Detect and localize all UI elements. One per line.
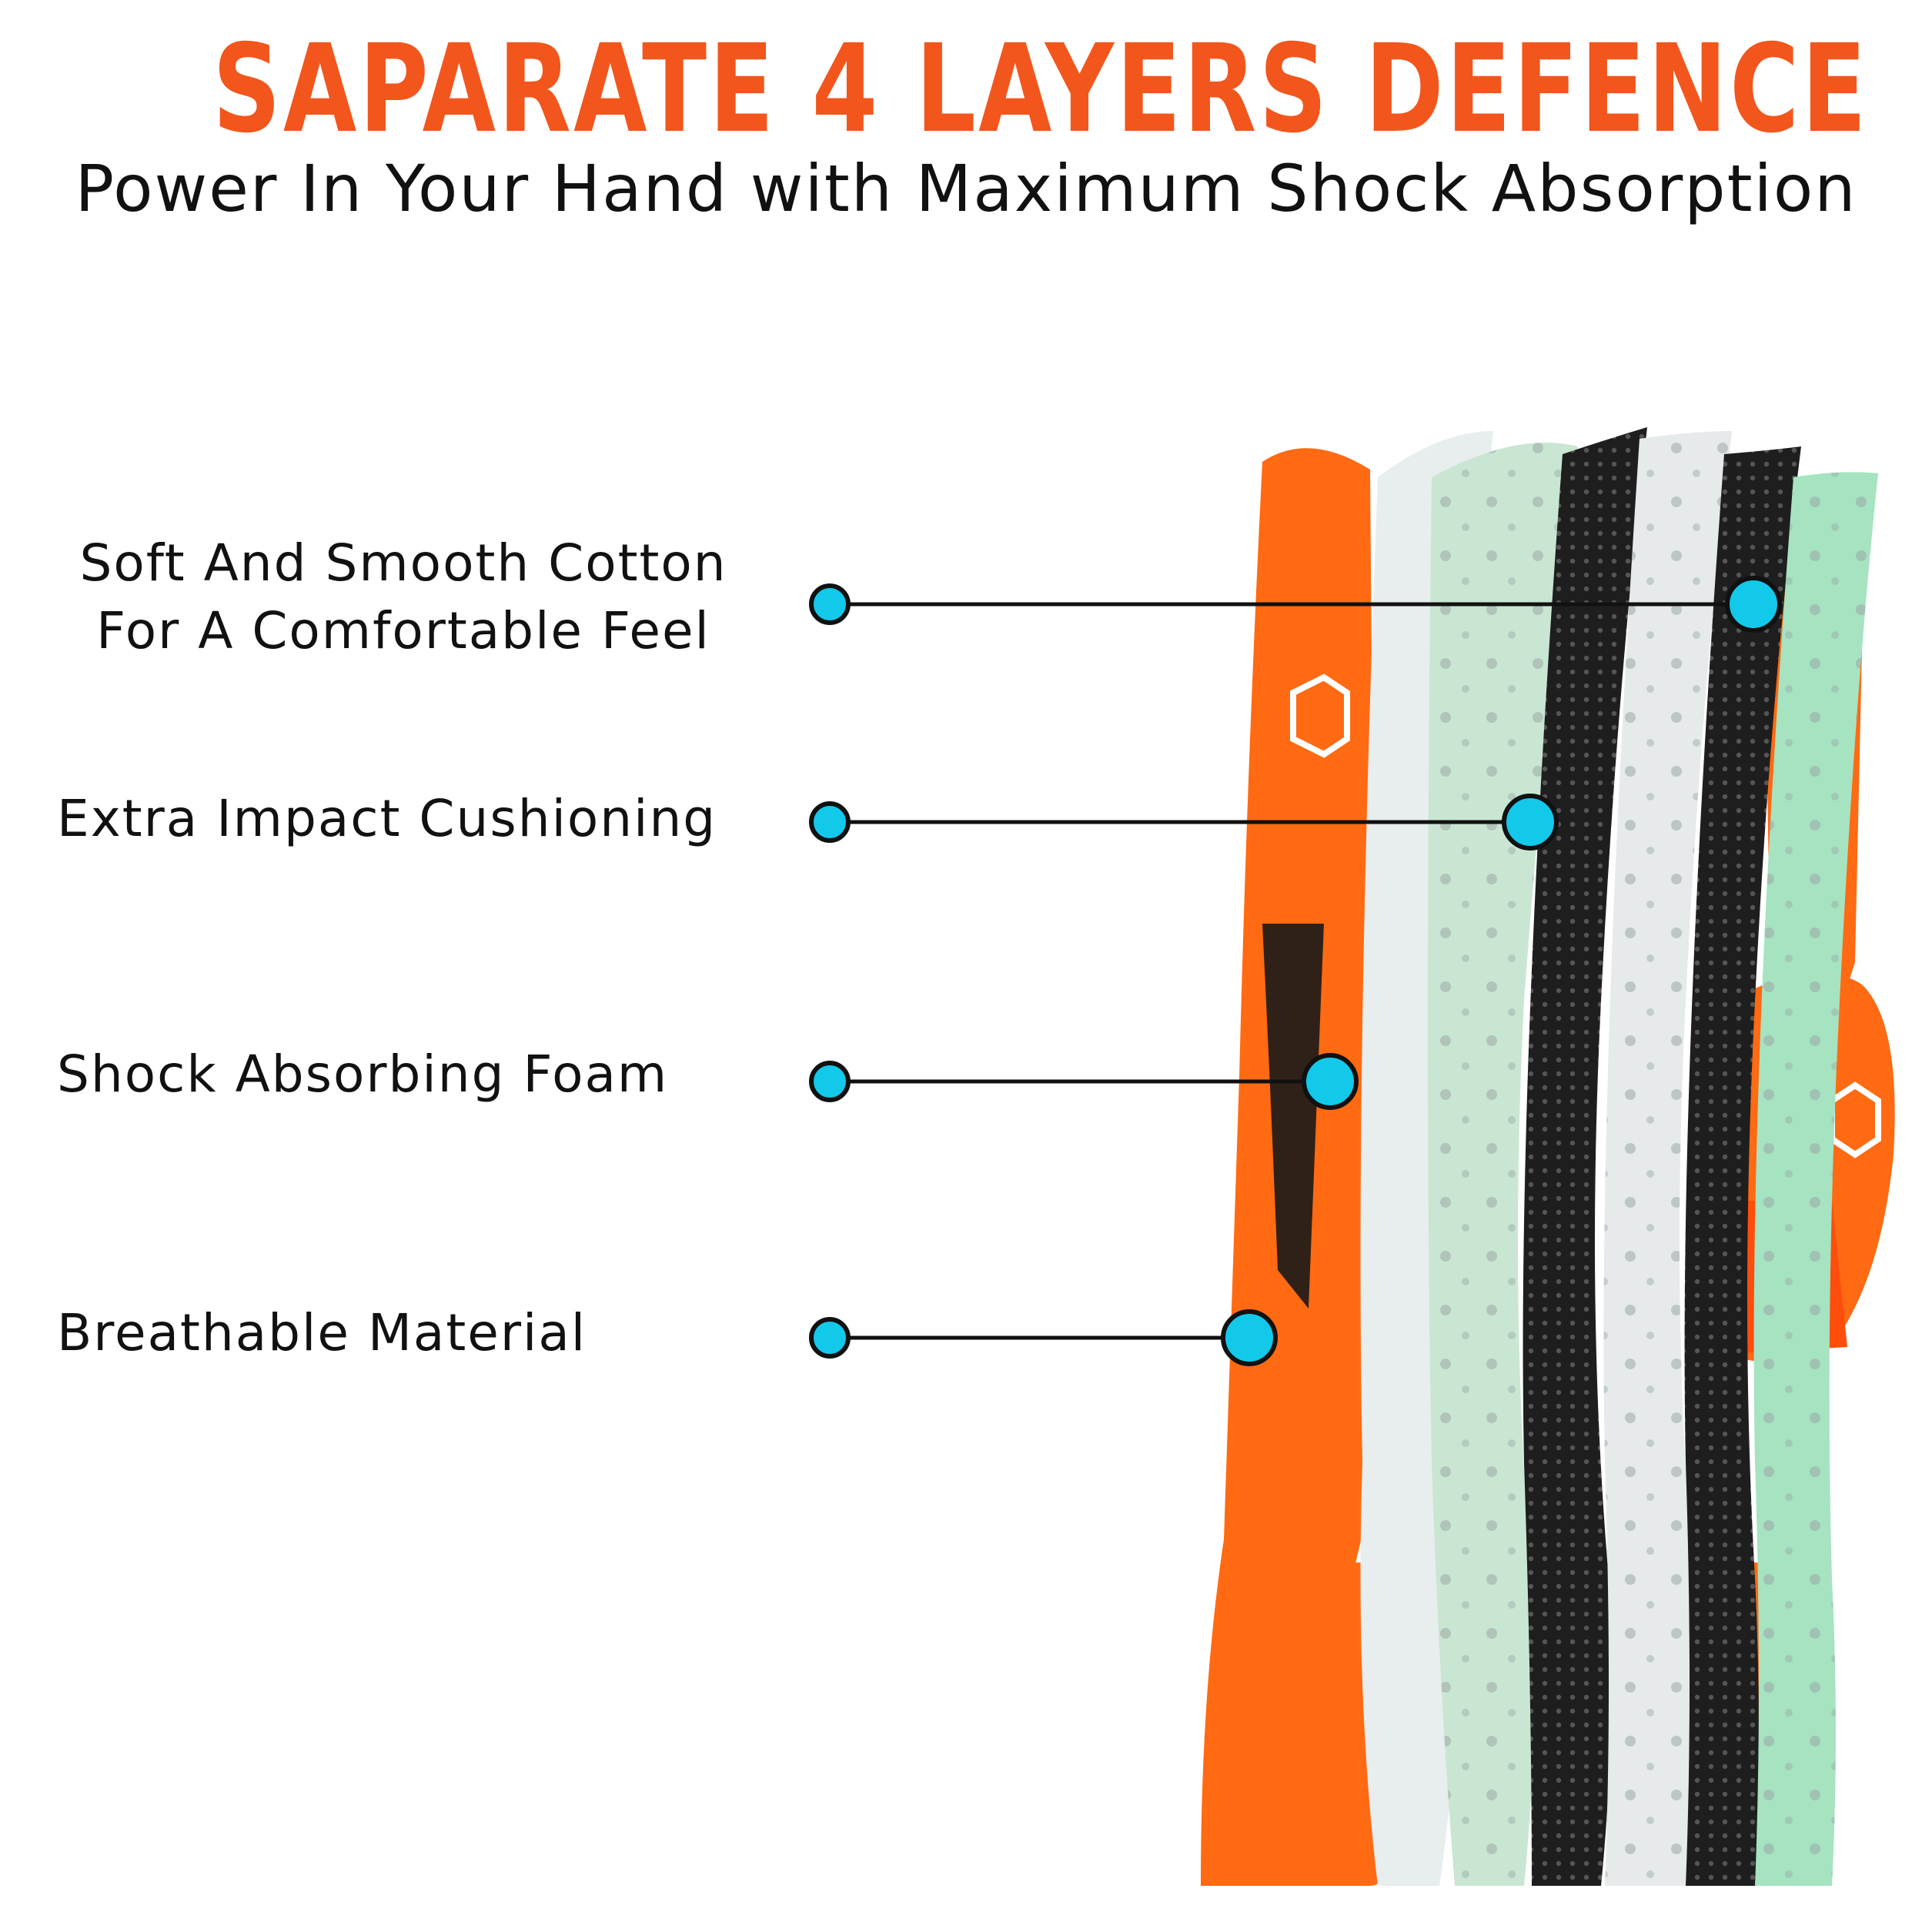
callout-dot-icon bbox=[1725, 576, 1782, 633]
callout-dot-icon bbox=[809, 801, 851, 843]
layer-foam-green bbox=[1753, 472, 1878, 1887]
callout-label-cotton-line1: Soft And Smooth Cotton bbox=[79, 533, 727, 593]
callout-dot-icon bbox=[1502, 794, 1559, 851]
callout-dot-icon bbox=[1221, 1309, 1278, 1366]
layer-mesh-black-2 bbox=[1684, 446, 1801, 1886]
layer-foam-white-2 bbox=[1603, 431, 1732, 1886]
callout-label-cotton: Soft And Smooth Cotton For A Comfortable… bbox=[57, 530, 750, 665]
callout-label-breathable: Breathable Material bbox=[57, 1303, 587, 1362]
callout-dot-icon bbox=[809, 1317, 851, 1359]
layer-foam-mint-1 bbox=[1428, 443, 1578, 1886]
layer-foam-white-1 bbox=[1360, 431, 1493, 1886]
headline: SAPARATE 4 LAYERS DEFENCE bbox=[212, 18, 1869, 160]
subheadline: Power In Your Hand with Maximum Shock Ab… bbox=[75, 151, 1857, 226]
callout-dot-icon bbox=[809, 583, 851, 625]
callout-label-foam: Shock Absorbing Foam bbox=[57, 1045, 669, 1104]
layer-mesh-black-1 bbox=[1523, 427, 1647, 1886]
callout-label-cushioning: Extra Impact Cushioning bbox=[57, 789, 717, 848]
callout-dot-icon bbox=[1302, 1053, 1359, 1110]
callout-label-cotton-line2: For A Comfortable Feel bbox=[96, 601, 710, 660]
callout-dot-icon bbox=[809, 1061, 851, 1102]
glove-back-shell bbox=[1201, 448, 1378, 1887]
